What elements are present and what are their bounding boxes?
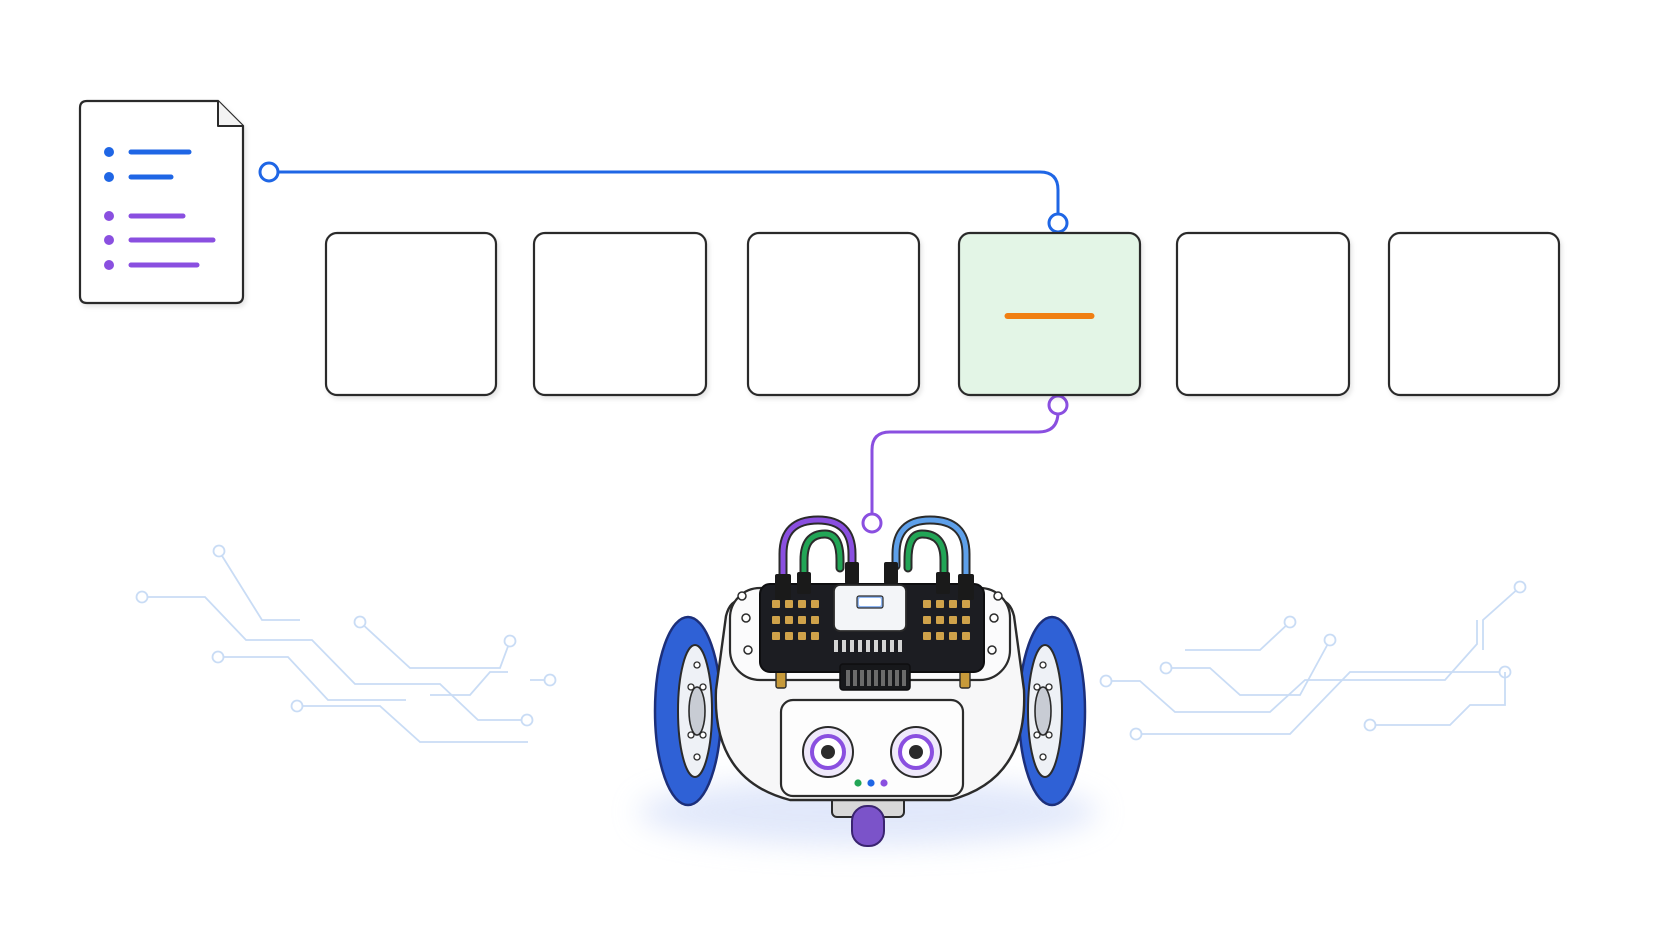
circuit-traces-left: [135, 544, 557, 743]
robot-controller-board: [759, 583, 985, 691]
slot-2: [532, 231, 708, 397]
document-page: [78, 99, 245, 305]
slot-3: [746, 231, 921, 397]
status-led-green: [854, 779, 862, 787]
document-bullet-2: [104, 172, 174, 182]
document-bullets: [104, 147, 216, 270]
slot-1: [324, 231, 498, 397]
slot-row: [324, 231, 1561, 397]
document-bullet-3: [104, 211, 186, 221]
document-fold: [217, 101, 243, 127]
connector-port-slot-bottom: [1047, 394, 1069, 416]
plate-holes: [737, 591, 1003, 655]
bottom-pin-header: [846, 670, 906, 686]
slot-6: [1387, 231, 1561, 397]
connectors: [258, 161, 1069, 534]
left-rim-bolts: [687, 661, 707, 761]
robot-sensor-face: [779, 698, 965, 798]
right-wheel: [1009, 615, 1087, 807]
document-bullet-4: [104, 235, 216, 245]
document-list-icon: [78, 99, 245, 305]
robot-car-icon: [638, 515, 1098, 847]
connector-document-to-slot: [269, 170, 1060, 216]
connector-port-document: [258, 161, 280, 183]
connector-port-robot: [861, 512, 883, 534]
status-led-purple: [880, 779, 888, 787]
connector-slot-to-robot: [870, 411, 1060, 514]
status-led-blue: [867, 779, 875, 787]
connector-port-slot-top: [1047, 212, 1069, 234]
slot-5: [1175, 231, 1351, 397]
robot-cables: [775, 515, 974, 600]
circuit-traces-right: [1099, 580, 1527, 741]
board-pin-headers: [772, 600, 970, 652]
right-rim-bolts: [1033, 661, 1053, 761]
left-wheel: [653, 615, 727, 807]
document-bullet-1: [104, 147, 192, 157]
document-bullet-5: [104, 260, 200, 270]
status-leds: [854, 779, 888, 787]
